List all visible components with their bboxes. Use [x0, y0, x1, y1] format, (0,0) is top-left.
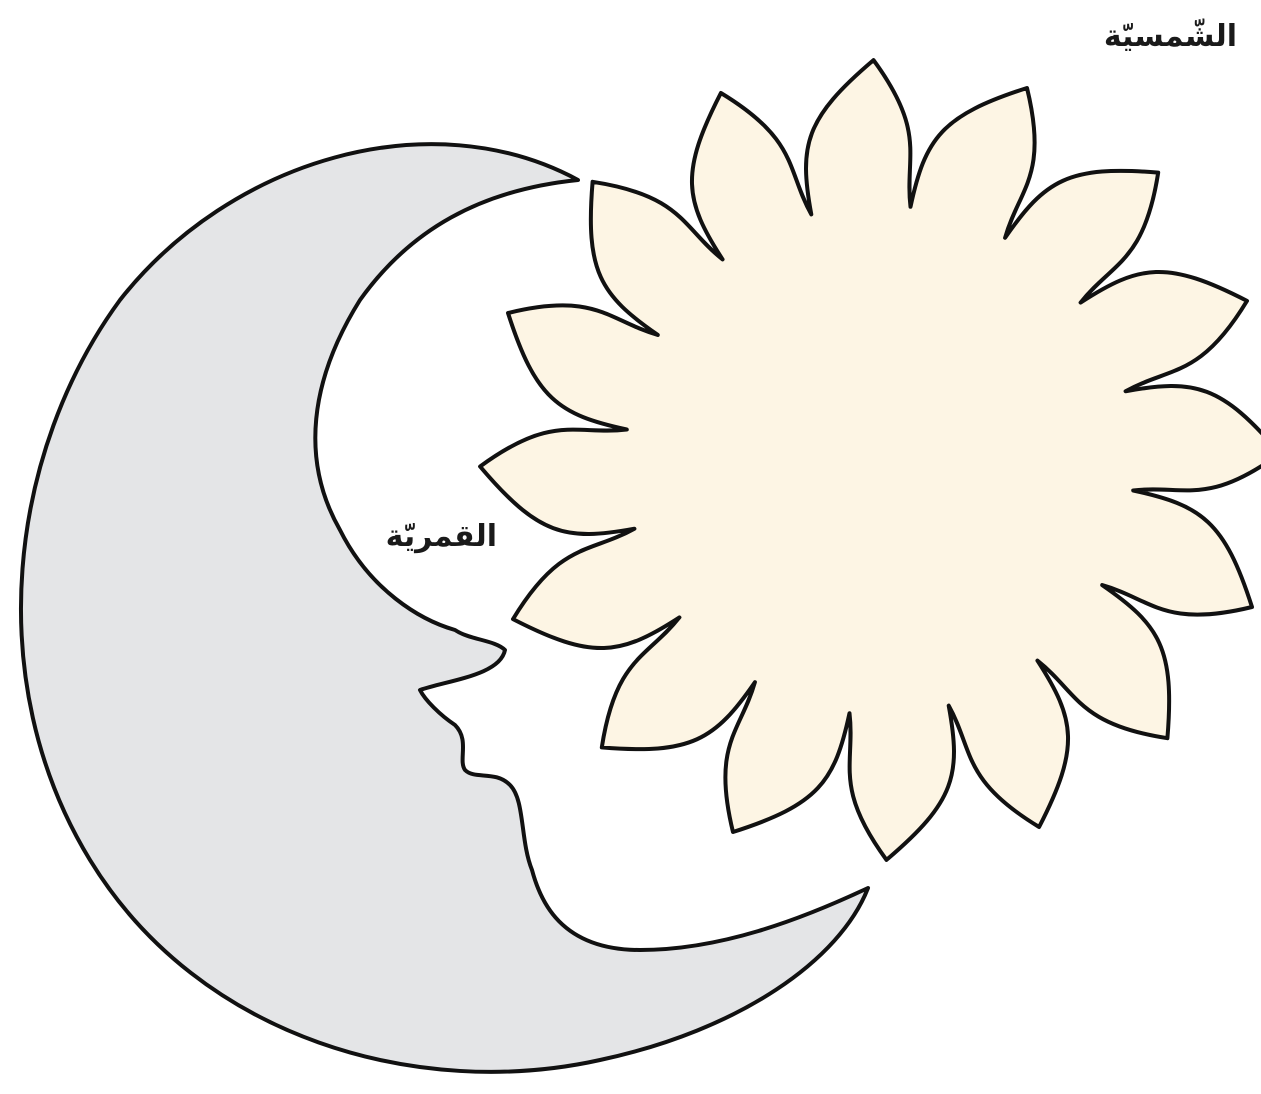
moon-letters-label: القمريّة — [386, 522, 497, 552]
sun-icon — [480, 60, 1261, 860]
sun-letters-label: الشّمسيّة — [1104, 22, 1237, 52]
